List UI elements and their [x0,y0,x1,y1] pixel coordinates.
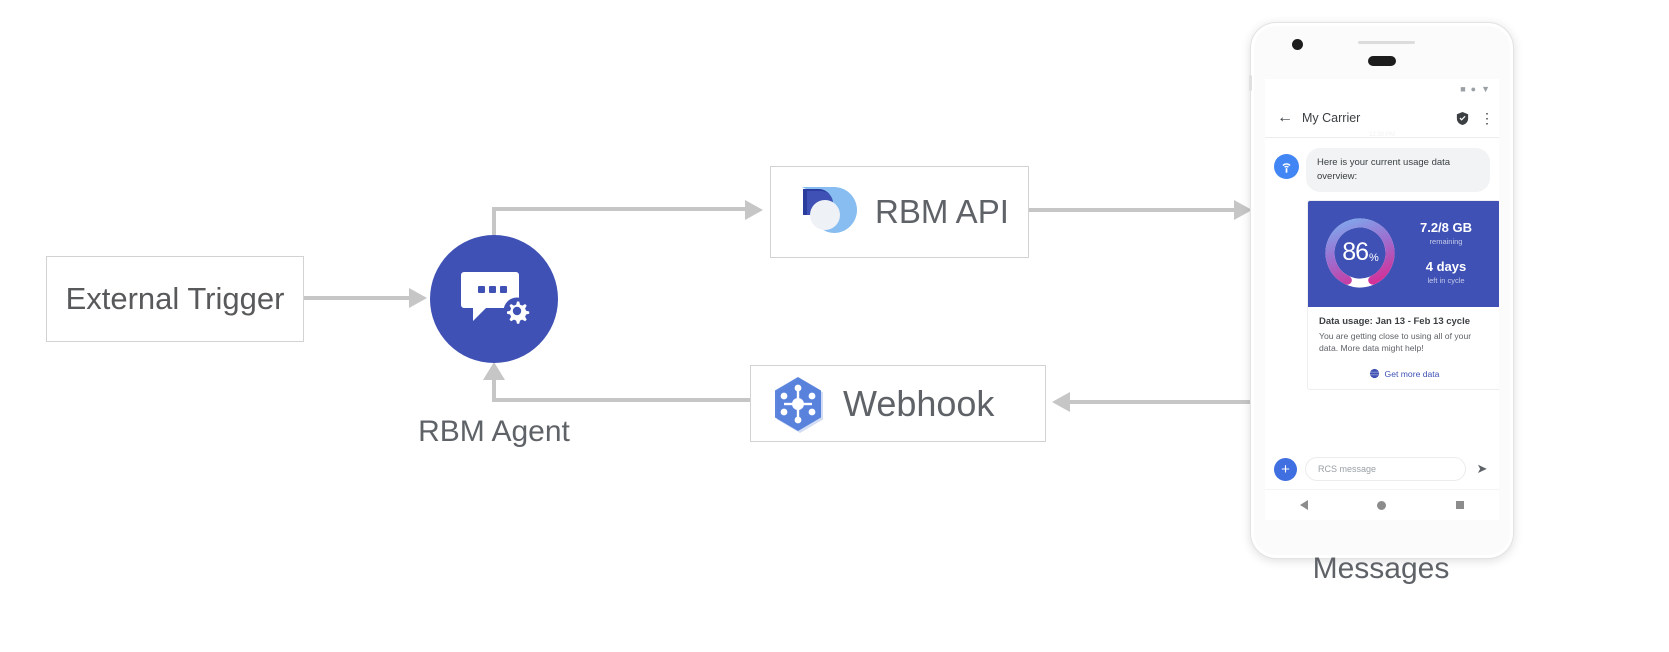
connector-agent-to-api-vertical [492,207,496,247]
connector-phone-to-webhook [1070,400,1256,404]
rich-card[interactable]: 86 % 7.2/8 GB remaining 4 days lef [1307,199,1499,391]
phone-speaker-grille [1358,41,1415,44]
status-bar: ■ ● ▼ [1265,79,1499,99]
incoming-message-row: Here is your current usage data overview… [1274,148,1490,192]
connector-agent-to-api-horizontal [492,207,745,211]
external-trigger-label: External Trigger [65,281,285,316]
stat-data-remaining-value: 7.2/8 GB [1419,220,1473,236]
external-trigger-node[interactable]: External Trigger [46,256,304,342]
stat-days-left: 4 days left in cycle [1404,259,1488,285]
battery-triangle-icon: ▼ [1481,83,1490,94]
webhook-hexagon-icon [775,376,823,433]
arrowhead-webhook-to-agent [483,362,505,380]
get-more-data-label: Get more data [1384,368,1440,379]
rbm-api-icon [802,187,857,233]
stat-data-remaining: 7.2/8 GB remaining [1404,220,1488,246]
rich-card-description: You are getting close to using all of yo… [1319,330,1472,354]
conversation-thread: Here is your current usage data overview… [1265,138,1499,391]
conversation-title: My Carrier [1302,111,1361,125]
rich-card-header: 86 % 7.2/8 GB remaining 4 days lef [1308,200,1499,307]
incoming-message-bubble: Here is your current usage data overview… [1306,148,1490,192]
connector-webhook-to-agent-horizontal [492,398,750,402]
rcs-message-input[interactable]: RCS message [1305,457,1466,481]
gauge-unit: % [1369,251,1379,264]
rich-card-title: Data usage: Jan 13 - Feb 13 cycle [1319,315,1471,327]
rbm-agent-node[interactable] [430,235,558,363]
rich-card-stats: 7.2/8 GB remaining 4 days left in cycle [1400,220,1488,284]
phone-caption: Messages [1312,552,1450,585]
connector-api-to-phone [1029,208,1234,212]
message-composer: + RCS message ➤ [1265,448,1499,490]
overflow-menu-icon[interactable]: ⋮ [1480,109,1494,126]
nav-recents-square-icon[interactable] [1456,501,1465,509]
android-nav-bar [1265,489,1499,520]
rich-card-body: Data usage: Jan 13 - Feb 13 cycle You ar… [1308,307,1499,360]
plus-icon[interactable]: + [1274,457,1297,481]
gauge-number: 86 [1342,238,1369,267]
phone-camera-icon [1292,39,1303,50]
phone-side-button[interactable] [1249,75,1252,91]
verified-shield-icon [1456,111,1469,125]
rbm-api-label: RBM API [875,193,1009,230]
get-more-data-button[interactable]: Get more data [1308,359,1499,389]
stat-days-left-label: left in cycle [1427,275,1465,285]
rbm-agent-caption: RBM Agent [418,415,570,448]
rbm-api-node[interactable]: RBM API [770,166,1029,258]
nav-home-circle-icon[interactable] [1377,500,1387,510]
stat-days-left-value: 4 days [1425,259,1467,275]
data-usage-gauge: 86 % [1320,213,1400,293]
phone-earpiece [1368,56,1396,66]
gauge-value: 86 % [1320,213,1400,293]
chat-gear-icon [461,272,530,325]
arrowhead-trigger-to-agent [409,288,427,308]
signal-square-icon: ■ [1460,83,1466,94]
carrier-antenna-icon [1274,154,1299,179]
phone-screen: ■ ● ▼ ← My Carrier ⋮ 12:30 PM [1265,79,1499,520]
connector-trigger-to-agent [304,296,409,300]
phone-bezel [1251,23,1513,79]
send-icon[interactable]: ➤ [1476,461,1488,476]
nav-back-triangle-icon[interactable] [1299,500,1308,510]
app-bar: ← My Carrier ⋮ 12:30 PM [1265,99,1499,138]
webhook-node[interactable]: Webhook [750,365,1046,442]
arrowhead-agent-to-api [745,200,763,220]
dot-icon: ● [1470,83,1477,94]
conversation-timestamp: 12:30 PM [1369,132,1395,138]
arrowhead-api-to-phone [1234,200,1252,220]
stat-data-remaining-label: remaining [1429,237,1463,247]
arrowhead-phone-to-webhook [1052,392,1070,412]
phone-device: ■ ● ▼ ← My Carrier ⋮ 12:30 PM [1249,22,1514,559]
webhook-label: Webhook [843,382,995,424]
connector-webhook-to-agent-vertical [492,378,496,402]
globe-icon [1368,369,1379,379]
back-arrow-icon[interactable]: ← [1277,109,1293,126]
